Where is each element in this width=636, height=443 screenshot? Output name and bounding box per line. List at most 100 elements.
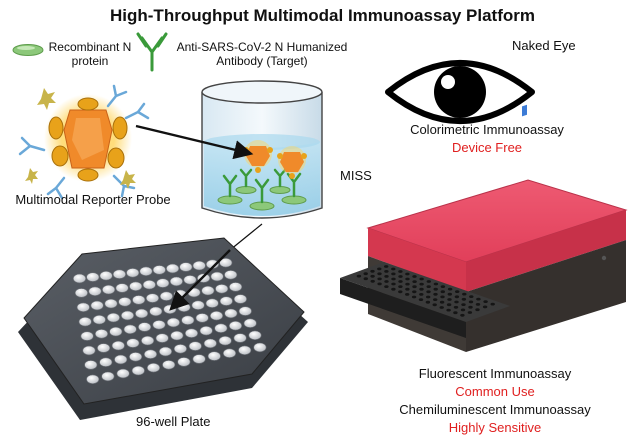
tray-well bbox=[461, 303, 466, 306]
tray-well bbox=[391, 277, 396, 281]
plate-well bbox=[88, 286, 102, 296]
plate-well bbox=[201, 285, 215, 296]
plate-well bbox=[192, 354, 206, 364]
plate-well bbox=[80, 331, 94, 341]
tray-well bbox=[433, 282, 439, 286]
plate-well bbox=[104, 298, 118, 309]
protein-label: Recombinant N protein bbox=[46, 40, 134, 68]
tray-well bbox=[453, 311, 458, 315]
plate-well bbox=[214, 323, 228, 333]
plate-well bbox=[177, 302, 191, 312]
tray-well bbox=[391, 272, 396, 276]
plate-well bbox=[229, 321, 243, 331]
plate-well bbox=[177, 357, 191, 367]
chemiluminescent-method: Chemiluminescent Immunoassay bbox=[399, 402, 591, 417]
tray-well bbox=[440, 285, 446, 288]
probe-label-text: Multimodal Reporter Probe bbox=[15, 192, 171, 207]
plate-well bbox=[106, 312, 120, 323]
plate-well bbox=[95, 329, 109, 339]
tray-well bbox=[412, 280, 417, 283]
tray-well bbox=[432, 303, 437, 307]
plate-well bbox=[238, 306, 252, 316]
reader-device-icon bbox=[340, 104, 628, 352]
tray-well bbox=[418, 298, 424, 301]
plate-well bbox=[233, 294, 247, 304]
plate-well bbox=[82, 345, 96, 356]
plate-well bbox=[121, 310, 135, 321]
plate-well bbox=[99, 357, 113, 367]
tray-well bbox=[384, 265, 389, 268]
tray-well bbox=[469, 295, 474, 298]
tray-well bbox=[384, 275, 389, 278]
plate-well bbox=[207, 351, 221, 361]
plate-well bbox=[203, 338, 217, 349]
tray-well bbox=[370, 274, 375, 278]
tray-well bbox=[398, 270, 403, 273]
plate-well bbox=[155, 333, 169, 343]
plate-well bbox=[78, 317, 92, 327]
reporter-probe-icon bbox=[18, 84, 150, 200]
tray-well bbox=[468, 300, 474, 304]
tray-well bbox=[419, 282, 424, 286]
tray-well bbox=[398, 285, 403, 288]
plate-well bbox=[162, 360, 176, 370]
tray-well bbox=[426, 285, 431, 288]
tray-well bbox=[447, 287, 453, 291]
tray-well bbox=[411, 295, 417, 299]
tray-well bbox=[419, 293, 424, 296]
plate-well bbox=[129, 352, 143, 362]
tray-well bbox=[453, 305, 459, 309]
tray-well bbox=[440, 290, 445, 294]
tray-well bbox=[384, 280, 389, 283]
tray-well bbox=[460, 308, 466, 312]
common-use-note: Common Use bbox=[455, 384, 535, 399]
plate-well bbox=[223, 348, 237, 358]
plate-well bbox=[163, 304, 177, 314]
tray-well bbox=[475, 303, 481, 306]
plate-well bbox=[170, 330, 184, 341]
plate-well bbox=[219, 296, 233, 306]
plate-well bbox=[215, 284, 229, 294]
plate-well bbox=[192, 260, 206, 271]
plate-well bbox=[238, 345, 252, 355]
plate-well bbox=[147, 363, 161, 373]
plate-well bbox=[84, 360, 98, 370]
plate-well bbox=[126, 338, 140, 348]
tray-well bbox=[398, 280, 403, 283]
tray-well bbox=[384, 285, 389, 288]
plate-well bbox=[191, 300, 205, 310]
tray-well bbox=[433, 287, 438, 291]
tray-well bbox=[391, 287, 396, 291]
tray-well bbox=[384, 270, 389, 273]
plate-well bbox=[159, 346, 173, 357]
plate-well bbox=[97, 343, 111, 353]
tray-well bbox=[426, 280, 431, 283]
tray-well bbox=[405, 293, 410, 296]
plate-well bbox=[114, 354, 128, 365]
tray-well bbox=[446, 303, 452, 307]
plate-well bbox=[109, 326, 123, 337]
tray-well bbox=[468, 305, 473, 309]
plate-well bbox=[132, 295, 146, 305]
plate-well bbox=[205, 298, 219, 308]
plate-well bbox=[86, 272, 100, 282]
tray-well bbox=[363, 272, 368, 276]
plate-well bbox=[131, 365, 145, 376]
tray-well bbox=[419, 287, 424, 291]
protein-icon bbox=[12, 44, 44, 56]
beaker-icon bbox=[201, 80, 323, 219]
tray-well bbox=[370, 279, 375, 283]
device-free-note: Device Free bbox=[451, 140, 523, 155]
plate-well bbox=[118, 297, 132, 307]
tray-well bbox=[377, 277, 382, 281]
tray-well bbox=[405, 287, 410, 291]
plate-well bbox=[248, 330, 262, 340]
tray-well bbox=[482, 305, 488, 309]
plate-well bbox=[101, 371, 115, 382]
eye-icon bbox=[385, 60, 535, 124]
plate-well bbox=[188, 341, 202, 351]
tray-well bbox=[454, 300, 459, 304]
tray-well bbox=[419, 277, 424, 281]
